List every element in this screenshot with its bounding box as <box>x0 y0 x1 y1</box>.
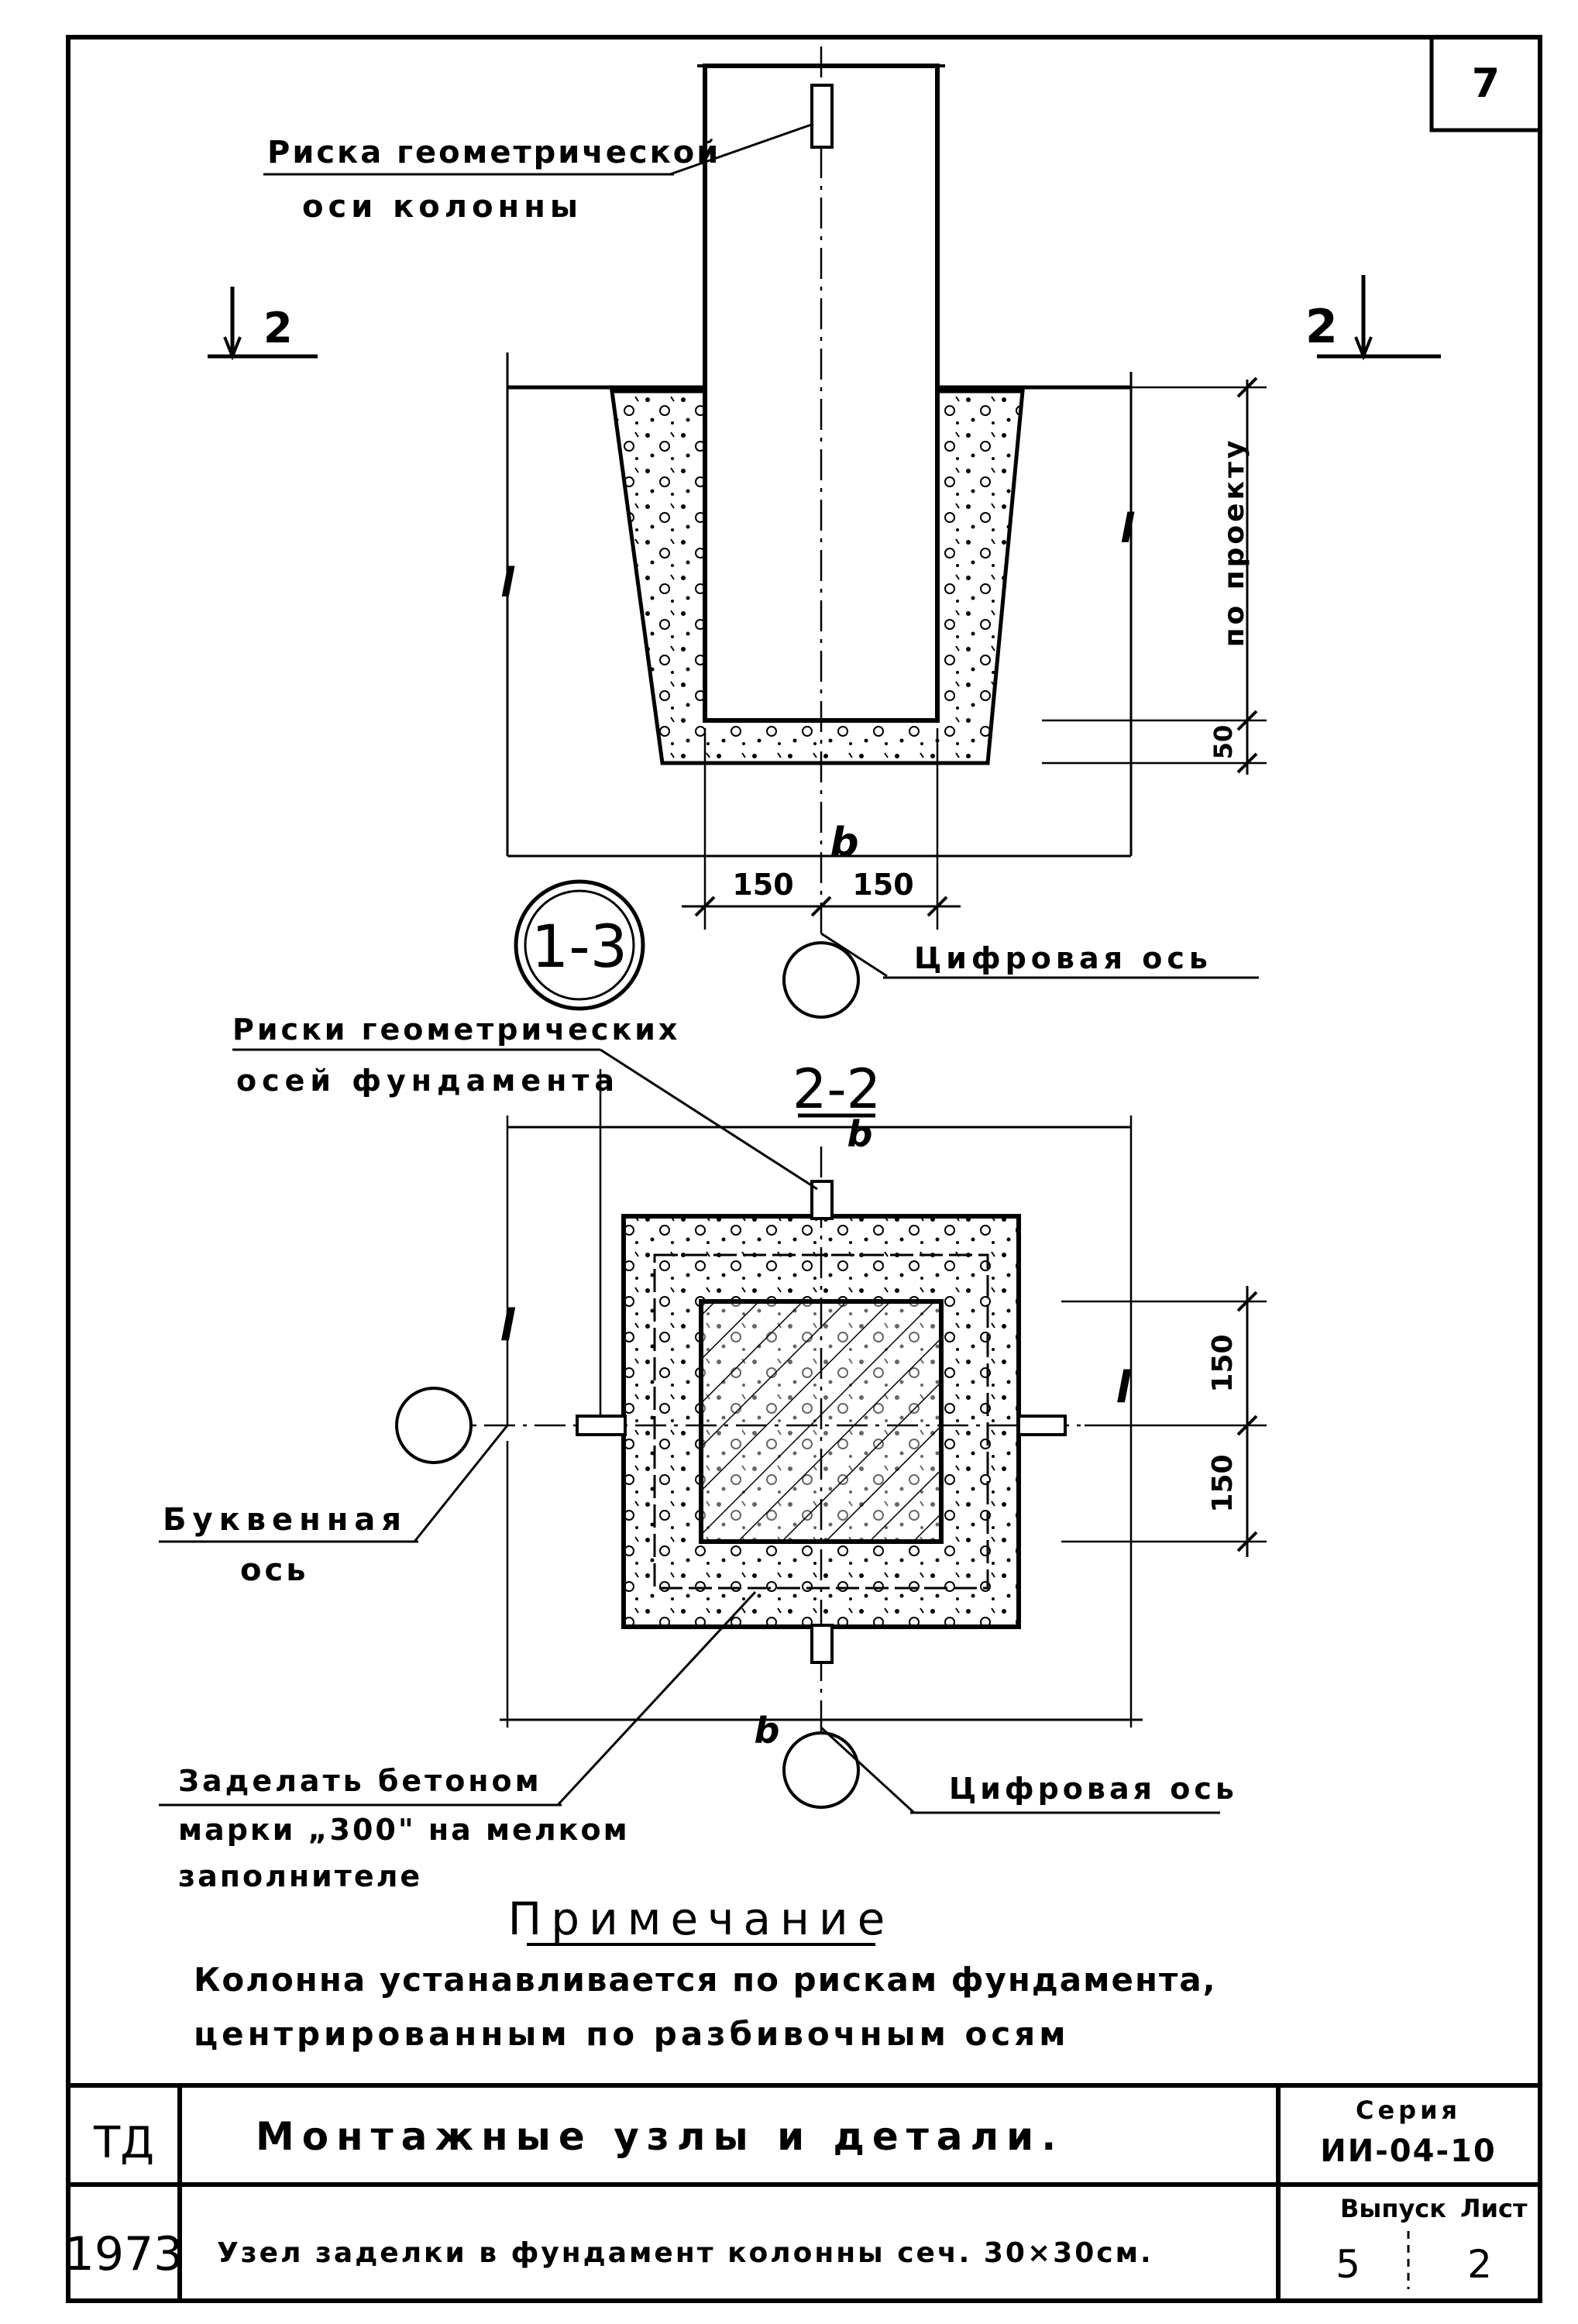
note-line-2: центрированным по разбивочным осям <box>194 2015 1070 2053</box>
column-axis-mark-label-1: Риска геометрической <box>267 135 720 170</box>
letter-axis-label-2: ось <box>240 1552 308 1588</box>
dim-depth-var: l <box>500 560 515 607</box>
sheet-number-box <box>1429 35 1542 132</box>
dim-half-right: 150 <box>852 868 913 902</box>
series-value: ИИ-04-10 <box>1320 2133 1496 2169</box>
foundation-marks-label-2: осей фундамента <box>236 1064 620 1098</box>
section-mark-left: 2 <box>263 304 293 352</box>
node-reference-label: 1-3 <box>531 912 627 981</box>
sheet-frame <box>66 35 1542 2303</box>
dim-bottom-50: 50 <box>1208 725 1238 760</box>
year: 1973 <box>65 2227 184 2281</box>
plan-dim-bottom-var: b <box>755 1710 780 1752</box>
series-label: Серия <box>1356 2095 1461 2125</box>
plan-dim-top-var: b <box>847 1113 873 1155</box>
title-block <box>68 2083 1540 2301</box>
foundation-marks-label-1: Риски геометрических <box>232 1012 680 1047</box>
plan-dim-right-var: l <box>1116 1363 1131 1413</box>
dim-width-var: b <box>830 820 858 866</box>
dim-project-label: по проекту <box>1219 438 1250 648</box>
elevation-view <box>208 46 1441 1019</box>
plan-dim-150-top: 150 <box>1207 1334 1239 1392</box>
section-title-2-2: 2-2 <box>792 1057 881 1121</box>
concrete-note-line-1: Заделать бетоном <box>178 1764 542 1798</box>
concrete-note-line-2: марки „300" на мелком <box>178 1813 630 1847</box>
node-reference-bubble <box>514 879 645 1011</box>
sheet-value: 2 <box>1467 2242 1492 2287</box>
numeric-axis-label-top: Цифровая ось <box>914 941 1212 975</box>
note-line-1: Колонна устанавливается по рискам фундам… <box>194 1961 1217 1999</box>
plan-dim-150-bottom: 150 <box>1207 1454 1239 1512</box>
issue-value: 5 <box>1336 2242 1360 2287</box>
note-title: Примечание <box>508 1893 895 1945</box>
plan-dim-left-var: l <box>500 1301 515 1351</box>
drawing-title: Монтажные узлы и детали. <box>256 2114 1064 2159</box>
org-code: ТД <box>93 2118 154 2168</box>
letter-axis-label-1: Буквенная <box>163 1502 407 1538</box>
dim-project-var: l <box>1120 506 1135 552</box>
concrete-note-line-3: заполнителе <box>178 1859 422 1893</box>
column-axis-mark-label-2: оси колонны <box>302 189 583 225</box>
issue-label: Выпуск <box>1340 2194 1446 2223</box>
sheet-label: Лист <box>1460 2194 1528 2223</box>
numeric-axis-label-bottom: Цифровая ось <box>949 1772 1238 1806</box>
plan-section-2-2 <box>159 1048 1267 1814</box>
dim-half-left: 150 <box>732 868 793 902</box>
drawing-subtitle: Узел заделки в фундамент колонны сеч. 30… <box>217 2237 1153 2269</box>
sheet-number: 7 <box>1472 60 1500 107</box>
section-mark-right: 2 <box>1305 300 1338 354</box>
